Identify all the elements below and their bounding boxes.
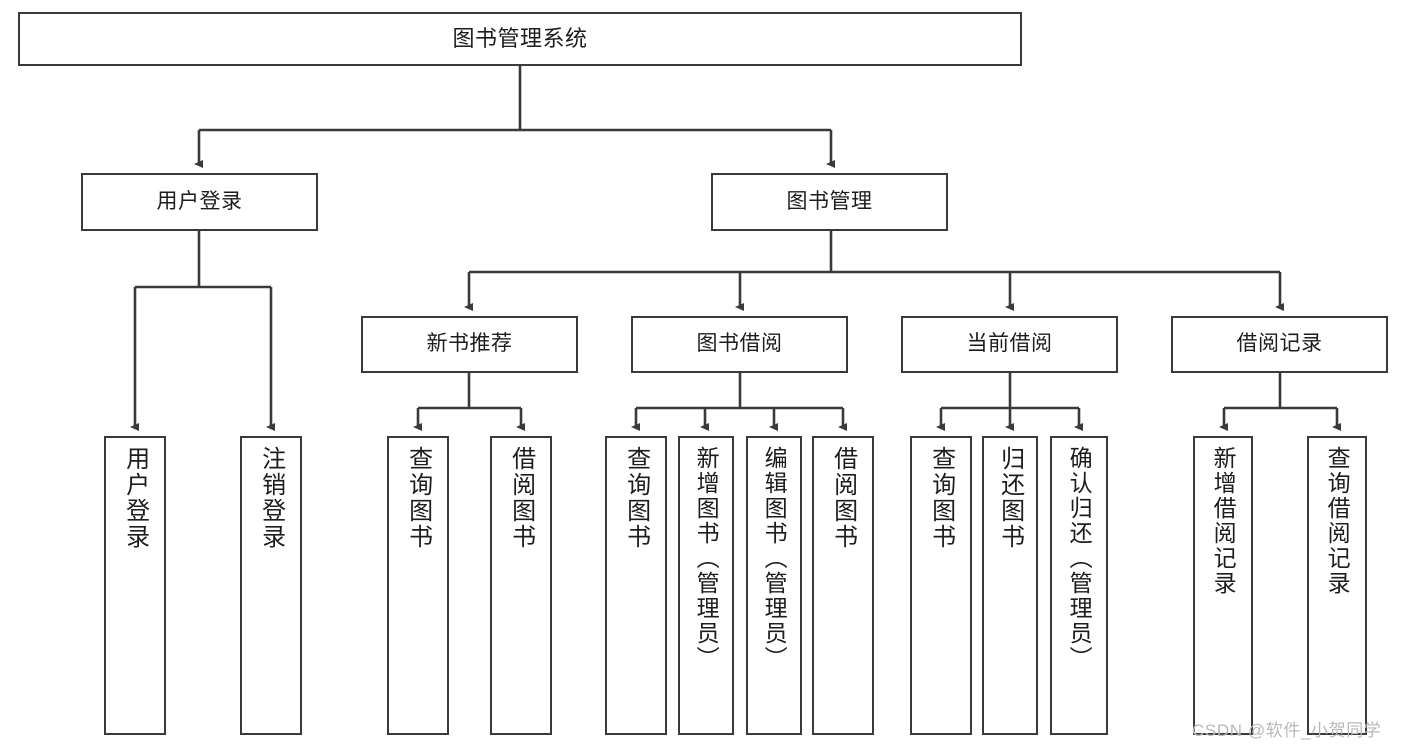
node-label: 编辑图书（管理员） <box>761 446 788 671</box>
node-label: 用户登录 <box>156 189 243 213</box>
node-label: 查询借阅记录 <box>1324 446 1351 596</box>
leaf-borrow-add-book-admin[interactable]: 新增图书（管理员） <box>678 436 734 735</box>
node-book-management[interactable]: 图书管理 <box>711 173 948 231</box>
node-label: 图书管理 <box>786 189 873 213</box>
node-new-book-recommend[interactable]: 新书推荐 <box>361 316 578 373</box>
node-label: 借阅记录 <box>1236 332 1323 356</box>
node-label: 归还图书 <box>996 446 1024 550</box>
node-root-system[interactable]: 图书管理系统 <box>18 12 1022 66</box>
node-label: 查询图书 <box>927 446 955 550</box>
node-user-login[interactable]: 用户登录 <box>81 173 318 231</box>
leaf-recommend-query-book[interactable]: 查询图书 <box>387 436 449 735</box>
node-book-borrow[interactable]: 图书借阅 <box>631 316 848 373</box>
leaf-record-add-record[interactable]: 新增借阅记录 <box>1193 436 1253 735</box>
csdn-watermark: CSDN @软件_小贺同学 <box>1192 721 1382 740</box>
node-label: 图书管理系统 <box>452 26 588 52</box>
node-label: 注销登录 <box>257 446 285 550</box>
leaf-borrow-edit-book-admin[interactable]: 编辑图书（管理员） <box>746 436 802 735</box>
leaf-user-login-signout[interactable]: 注销登录 <box>240 436 302 735</box>
node-label: 新增图书（管理员） <box>693 446 720 671</box>
node-borrow-record[interactable]: 借阅记录 <box>1171 316 1388 373</box>
leaf-user-login-signin[interactable]: 用户登录 <box>104 436 166 735</box>
node-label: 查询图书 <box>404 446 432 550</box>
leaf-recommend-borrow-book[interactable]: 借阅图书 <box>490 436 552 735</box>
leaf-record-query-record[interactable]: 查询借阅记录 <box>1307 436 1367 735</box>
leaf-current-query-book[interactable]: 查询图书 <box>910 436 972 735</box>
node-label: 图书借阅 <box>696 332 783 356</box>
node-label: 确认归还（管理员） <box>1066 446 1093 671</box>
node-label: 借阅图书 <box>829 446 857 550</box>
node-current-borrow[interactable]: 当前借阅 <box>901 316 1118 373</box>
leaf-borrow-query-book[interactable]: 查询图书 <box>605 436 667 735</box>
node-label: 当前借阅 <box>966 332 1053 356</box>
node-label: 用户登录 <box>121 446 149 550</box>
node-label: 新书推荐 <box>426 332 513 356</box>
node-label: 新增借阅记录 <box>1210 446 1237 596</box>
leaf-borrow-borrow-book[interactable]: 借阅图书 <box>812 436 874 735</box>
leaf-current-return-book[interactable]: 归还图书 <box>982 436 1038 735</box>
node-label: 借阅图书 <box>507 446 535 550</box>
node-label: 查询图书 <box>622 446 650 550</box>
leaf-current-confirm-return-admin[interactable]: 确认归还（管理员） <box>1050 436 1108 735</box>
